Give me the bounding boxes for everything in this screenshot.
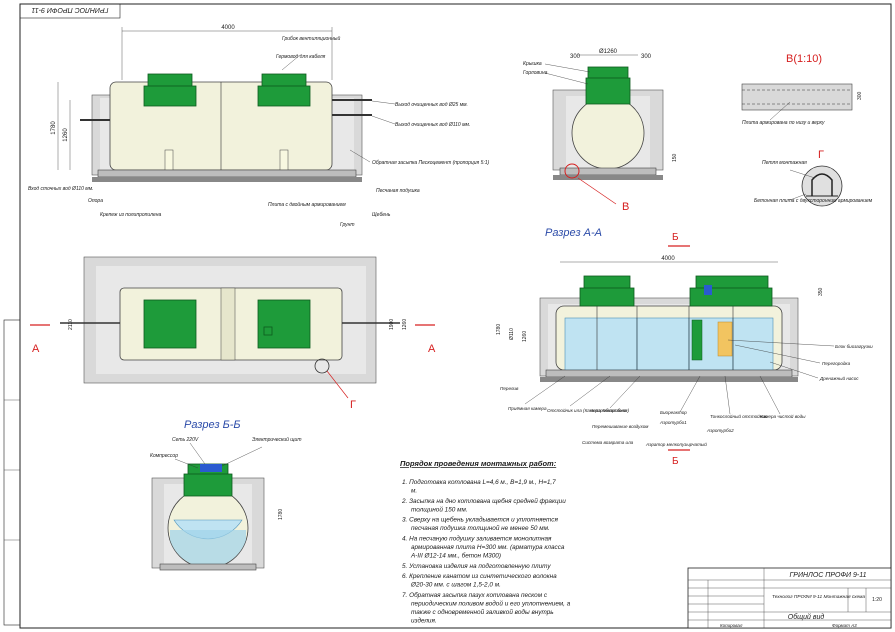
procedure-step: 2. Засыпка на дно котлована щебня средне… xyxy=(401,497,566,514)
label-sand: Песчаная подушка xyxy=(376,188,420,194)
procedure-step: 7. Обратная засыпка пазух котлована песк… xyxy=(402,591,571,625)
procedure-step: 5. Установка изделия на подготовленную п… xyxy=(402,562,551,570)
mark-g-plan: Г xyxy=(350,399,356,411)
view-plan: А А Г 2110 1900 1260 xyxy=(30,256,436,411)
title-block: ГРИНЛОС ПРОФИ 9-11 Технолог ПРОФИ 9-11 М… xyxy=(687,567,892,629)
label-out110: Выход очищенных вод Ø110 мм. xyxy=(395,122,470,128)
dim-1780: 1780 xyxy=(51,121,57,135)
label-clean: Камера чистой воды xyxy=(760,413,806,419)
label-aero1: Аэротурбо1 xyxy=(659,420,687,425)
dim-150-cross: 150 xyxy=(672,153,678,162)
view-detail-v: В(1:10) Плита армирована по низу и верху… xyxy=(741,53,863,126)
dim-300-right: 300 xyxy=(641,54,652,60)
dim-d25-aa: 350 xyxy=(818,287,824,296)
label-compressor: Компрессор xyxy=(150,453,178,459)
label-loop: Петля монтажная xyxy=(762,160,807,166)
label-slab: Плита с двойным армированием xyxy=(268,201,346,208)
label-inlet: Вход сточных вод Ø110 мм. xyxy=(28,186,94,192)
label-anaer: Анаэробная зона xyxy=(589,408,627,413)
side-stamp xyxy=(3,319,21,626)
title-scale: 1:20 xyxy=(872,597,882,603)
label-drain: Дренажный насос xyxy=(819,375,859,381)
dim-1900: 1900 xyxy=(389,319,395,330)
label-mixer: Перемешивание воздухом xyxy=(592,424,649,429)
title-copied: Копировал xyxy=(720,623,743,628)
label-partition: Перегородка xyxy=(822,361,851,366)
title-name: ГРИНЛОС ПРОФИ 9-11 xyxy=(790,572,867,579)
label-vent: Грибок вентиляционный xyxy=(282,35,340,42)
label-block: Блок биозагрузки xyxy=(835,344,873,349)
label-rebar: Плита армирована по низу и верху xyxy=(742,120,825,126)
label-soil: Грунт xyxy=(340,222,355,228)
view-g-title: Г xyxy=(818,149,824,161)
title-format: Формат А3 xyxy=(832,623,857,628)
label-neck: Горловина xyxy=(523,70,548,76)
procedure-step: 1. Подготовка котлована L=4,6 м., B=1,9 … xyxy=(402,478,556,495)
dim-300-left: 300 xyxy=(570,54,581,60)
mark-a-left: А xyxy=(32,343,40,355)
sheet-frame xyxy=(19,3,892,629)
top-left-stamp: ГРИНЛОС ПРОФИ 9-11 xyxy=(31,6,108,13)
dim-110-aa: Ø110 xyxy=(509,328,515,340)
label-clamp: Крепеж из полипропилена xyxy=(100,212,162,218)
label-settle: Отстойник ила (Камера Анаэробная) xyxy=(547,407,630,413)
view-detail-g: Г Петля монтажная Бетонная плита с двухс… xyxy=(754,149,873,207)
dim-2110: 2110 xyxy=(68,319,74,330)
label-concrete-slab: Бетонная плита с двухсторонним армирован… xyxy=(754,198,873,204)
mark-b-top: Б xyxy=(672,232,679,243)
view-longitudinal: 4000 1780 1260 Грибок вентиляционный Гер… xyxy=(28,25,490,228)
dim-d1260: Ø1260 xyxy=(599,49,618,55)
label-hermo: Гермовод для кабеля xyxy=(276,54,326,60)
procedure-block: Порядок проведения монтажных работ: 1. П… xyxy=(400,459,571,625)
label-support: Опора xyxy=(88,198,103,204)
procedure-step: 6. Крепление канатом из синтетического в… xyxy=(402,573,557,589)
view-section-aa: Разрез А-А Б Б 4000 Ø110 1260 1780 350 Б… xyxy=(496,227,873,467)
dim-4000-top: 4000 xyxy=(221,25,235,31)
label-backfill: Обратная засыпка Пескоцемент (пропорция … xyxy=(372,160,490,166)
dim-1260: 1260 xyxy=(63,128,69,142)
title-desc: Технолог ПРОФИ 9-11 Монтажная схема xyxy=(772,594,865,600)
label-cover: Крышка xyxy=(523,61,542,67)
section-bb-title: Разрез Б-Б xyxy=(184,419,241,431)
label-aero2: Аэротурбо2 xyxy=(706,428,734,433)
view-v-title: В(1:10) xyxy=(786,53,822,65)
dim-1260-plan: 1260 xyxy=(402,319,408,330)
procedure-step: 3. Сверху на щебень укладывается и уплот… xyxy=(402,516,558,533)
dim-300-detail: 300 xyxy=(857,91,863,100)
mark-a-right: А xyxy=(428,343,436,355)
label-bioreact: Биореактор xyxy=(660,410,687,415)
label-recv: Приёмная камера xyxy=(508,406,547,411)
view-cross-section: Ø1260 300 300 Крышка Горловина В 150 xyxy=(523,49,678,213)
label-return: Система возврата ила xyxy=(582,440,634,445)
mark-b-bottom: Б xyxy=(672,456,679,467)
dim-1780-aa: 1780 xyxy=(496,324,502,335)
label-out25: Выход очищенных вод Ø25 мм. xyxy=(395,102,468,108)
dim-1260-aa: 1260 xyxy=(522,331,528,342)
view-section-bb: Разрез Б-Б Сеть 220V Компрессор Электрич… xyxy=(150,419,301,571)
section-aa-title: Разрез А-А xyxy=(545,227,602,239)
label-shield: Электрический щит xyxy=(252,436,301,443)
label-thin: Тонкослойный отстойник xyxy=(710,413,768,419)
title-view: Общий вид xyxy=(788,613,825,621)
dim-4000-aa: 4000 xyxy=(661,256,675,262)
label-overflow: Перелив xyxy=(500,386,519,391)
mark-v: В xyxy=(622,201,629,213)
dim-1780-bb: 1780 xyxy=(278,509,284,520)
label-aerator: Аэратор мелкопузырчатый xyxy=(645,441,707,447)
procedure-title: Порядок проведения монтажных работ: xyxy=(400,459,557,468)
label-gravel: Щебень xyxy=(372,212,391,218)
procedure-step: 4. На песчаную подушку заливается моноли… xyxy=(402,534,565,559)
label-power: Сеть 220V xyxy=(172,437,199,443)
